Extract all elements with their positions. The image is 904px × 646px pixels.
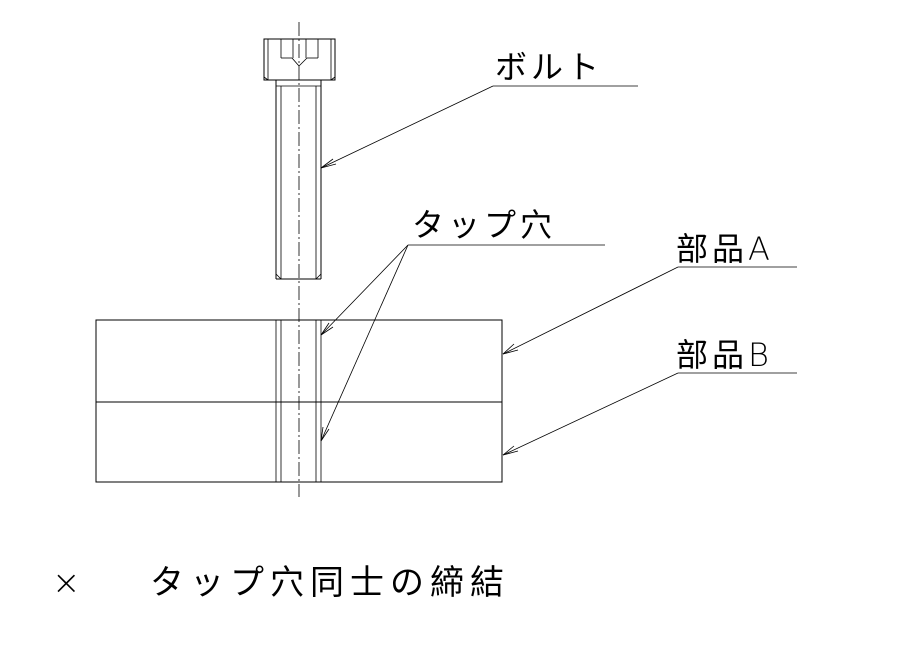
bolt-head (263, 38, 336, 81)
label-part-b: 部品B (676, 336, 773, 374)
label-bolt: ボルト (495, 48, 603, 86)
leader-part-a: 部品A (502, 230, 797, 355)
note-mark: × (52, 563, 87, 603)
leader-part-b: 部品B (502, 336, 797, 456)
label-part-a: 部品A (676, 230, 774, 268)
leader-tap-hole: タップ穴 (320, 206, 605, 442)
bolt (263, 38, 336, 280)
part-b-body (95, 401, 503, 483)
leader-bolt: ボルト (320, 48, 638, 169)
note-text: タップ穴同士の締結 (150, 563, 510, 603)
label-tap-hole: タップ穴 (412, 206, 556, 244)
parts (95, 319, 503, 483)
